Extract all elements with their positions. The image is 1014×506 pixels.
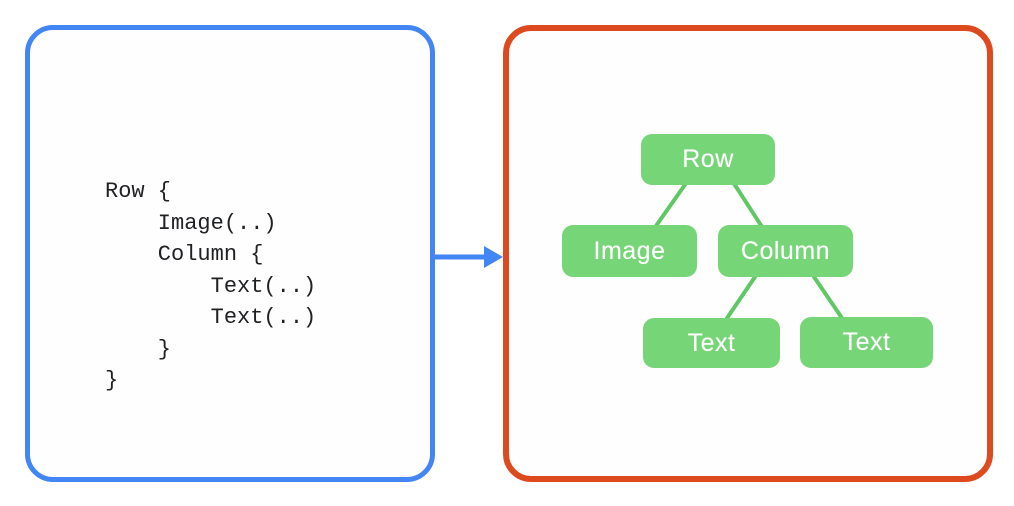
- code-line: Text(..): [105, 305, 317, 330]
- code-block: Row { Image(..) Column { Text(..) Text(.…: [105, 176, 316, 397]
- tree-node-label: Text: [842, 328, 891, 356]
- connector-row-column: [729, 177, 768, 235]
- tree-node-label: Image: [593, 236, 666, 265]
- tree-node-text-2: Text: [800, 317, 933, 368]
- tree-node-column: Column: [718, 225, 853, 277]
- tree-node-row: Row: [641, 134, 775, 185]
- arrow-right-icon: [433, 246, 503, 268]
- code-line: }: [105, 368, 119, 393]
- code-panel: Row { Image(..) Column { Text(..) Text(.…: [25, 25, 435, 482]
- connector-column-text2: [808, 269, 848, 326]
- tree-node-image: Image: [562, 225, 697, 277]
- ui-tree-panel: Row Image Column Text Text: [503, 25, 993, 482]
- tree-connector-lines: [649, 177, 848, 326]
- connector-row-image: [649, 177, 691, 235]
- tree-node-label: Row: [682, 145, 734, 173]
- tree-node-label: Text: [687, 328, 736, 357]
- connector-column-text1: [721, 269, 761, 326]
- code-line: Column {: [105, 242, 264, 267]
- tree-node-label: Column: [740, 236, 831, 265]
- tree-node-text-1: Text: [643, 318, 780, 368]
- code-line: Image(..): [105, 210, 277, 236]
- code-line: Text(..): [105, 273, 317, 299]
- code-line: }: [105, 336, 172, 362]
- code-line: Row {: [105, 179, 172, 204]
